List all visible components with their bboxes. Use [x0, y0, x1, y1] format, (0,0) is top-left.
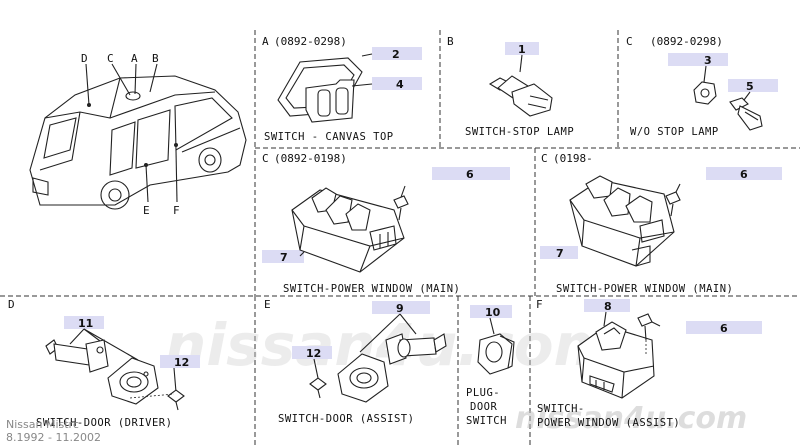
vehicle-label-d: D — [81, 52, 88, 65]
plug-caption-line-1: PLUG- — [466, 387, 500, 399]
part-tag-6: 6 — [466, 168, 474, 181]
part-tag-6b: 6 — [740, 168, 748, 181]
vehicle-label-e: E — [143, 204, 150, 217]
part-tag-4: 4 — [396, 78, 404, 91]
footer-dates: 8.1992 - 11.2002 — [6, 431, 101, 444]
vehicle-label-a: A — [131, 52, 138, 65]
f-caption-line-1: SWITCH- — [537, 403, 585, 415]
section-c2-caption: SWITCH-POWER WINDOW (MAIN) — [283, 283, 460, 295]
section-b-caption: SWITCH-STOP LAMP — [465, 126, 574, 138]
section-e: E 9 12 SWITCH-DOOR (ASSIST) — [264, 298, 447, 425]
section-c2-range: (0892-0198) — [274, 152, 347, 165]
part-tag-7: 7 — [280, 251, 288, 264]
section-dividers — [0, 30, 800, 446]
part-tag-12: 12 — [174, 356, 189, 369]
part-tag-1: 1 — [518, 43, 526, 56]
part-tag-8: 8 — [604, 300, 612, 313]
section-a-range: (0892-0298) — [274, 35, 347, 48]
part-tag-2: 2 — [392, 48, 400, 61]
section-b-letter: B — [447, 35, 454, 48]
plug-caption-line-3: SWITCH — [466, 415, 507, 427]
f-caption-line-2: POWER WINDOW (ASSIST) — [537, 417, 680, 429]
part-tag-5: 5 — [746, 80, 754, 93]
section-b: B 1 SWITCH-STOP LAMP — [447, 35, 574, 138]
section-a-letter: A — [262, 35, 269, 48]
section-e-letter: E — [264, 298, 271, 311]
part-tag-7b: 7 — [556, 247, 564, 260]
part-tag-3: 3 — [704, 54, 712, 67]
part-tag-6c: 6 — [720, 322, 728, 335]
section-c3-letter: C — [541, 152, 548, 165]
section-c1: C (0892-0298) 3 5 W/O STOP LAMP — [626, 35, 778, 138]
section-e-caption: SWITCH-DOOR (ASSIST) — [278, 413, 414, 425]
section-a-caption: SWITCH - CANVAS TOP — [264, 131, 394, 143]
section-c1-caption: W/O STOP LAMP — [630, 126, 719, 138]
part-tag-11: 11 — [78, 317, 93, 330]
section-a: A (0892-0298) 2 4 SWITCH - CANVAS TOP — [262, 35, 422, 143]
part-tag-12b: 12 — [306, 347, 321, 360]
section-f: F 8 6 SWITCH- POWER WINDOW (ASSIST) — [536, 298, 762, 429]
part-tag-10: 10 — [485, 306, 501, 319]
section-c3-range: (0198- — [553, 152, 593, 165]
section-f-letter: F — [536, 298, 543, 311]
vehicle-label-b: B — [152, 52, 159, 65]
section-plug: 10 PLUG- DOOR SWITCH — [466, 305, 515, 427]
vehicle-label-f: F — [173, 204, 180, 217]
section-d-letter: D — [8, 298, 15, 311]
section-c1-range: (0892-0298) — [650, 35, 723, 48]
section-c3-caption: SWITCH-POWER WINDOW (MAIN) — [556, 283, 733, 295]
watermark-corner: nissan4u.com — [515, 401, 747, 436]
plug-caption-line-2: DOOR — [470, 401, 497, 413]
section-c2: C (0892-0198) 6 7 SWITCH-POWER WINDOW (M… — [262, 152, 510, 295]
vehicle-overview: D C A B E F — [29, 52, 247, 217]
vehicle-label-c: C — [107, 52, 114, 65]
section-d-caption: SWITCH-DOOR (DRIVER) — [36, 417, 172, 429]
footer-brand: Nissan Mistrc — [6, 418, 79, 431]
section-d: D 11 12 SWITCH-DOOR (DRIVER) — [8, 298, 200, 429]
section-c3: C (0198- 6 7 SWITCH-POWER WINDOW (MAIN) — [540, 152, 782, 295]
section-c1-letter: C — [626, 35, 633, 48]
part-tag-9: 9 — [396, 302, 404, 315]
section-c2-letter: C — [262, 152, 269, 165]
